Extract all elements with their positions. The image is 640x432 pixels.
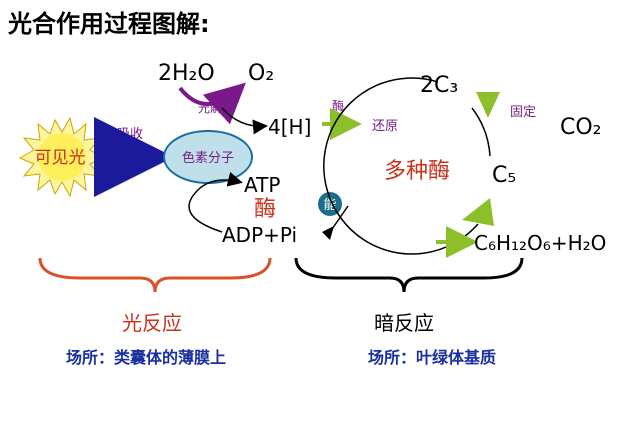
photolysis-label: 光解: [198, 101, 222, 115]
visible-light-label: 可见光: [35, 148, 86, 168]
dark-reaction-title: 暗反应: [374, 311, 434, 335]
pigment-label: 色素分子: [182, 150, 234, 166]
c5-label: C₅: [492, 163, 516, 188]
energy-label: 能: [323, 198, 336, 213]
hydrogen-arrow: [221, 107, 268, 135]
page-title: 光合作用过程图解:: [8, 10, 210, 38]
cycle-to-adp-line: [329, 205, 349, 233]
calvin-cycle-ring: [323, 77, 479, 255]
atp-label: ATP: [244, 173, 280, 197]
cycle-return-arrowhead: [462, 198, 494, 226]
enzyme-red-label: 酶: [254, 197, 276, 222]
c5-to-co2-arc: [471, 107, 491, 157]
product-label: C₆H₁₂O₆+H₂O: [474, 231, 606, 255]
sun-icon: [18, 116, 106, 198]
light-reaction-location: 场所：类囊体的薄膜上: [66, 348, 227, 367]
hydrogen-label: 4[H]: [268, 115, 311, 139]
absorb-label: 吸收: [117, 127, 143, 142]
light-reaction-title: 光反应: [122, 311, 182, 335]
dark-reaction-brace: [294, 257, 524, 293]
fixation-arrowhead: [476, 92, 500, 118]
water-label: 2H₂O: [158, 61, 215, 86]
co2-label: CO₂: [560, 115, 602, 140]
fixation-label: 固定: [510, 105, 536, 120]
dark-reaction-location: 场所：叶绿体基质: [368, 348, 497, 367]
atp-regeneration-arrow: [188, 171, 243, 233]
oxygen-label: O₂: [248, 61, 274, 86]
reduce-label: 还原: [372, 119, 398, 134]
many-enzymes-label: 多种酶: [384, 159, 450, 184]
photolysis-arrow: [178, 82, 246, 125]
c3-label: 2C₃: [420, 73, 458, 98]
adp-label: ADP+Pi: [222, 223, 297, 247]
light-reaction-brace: [38, 257, 272, 293]
